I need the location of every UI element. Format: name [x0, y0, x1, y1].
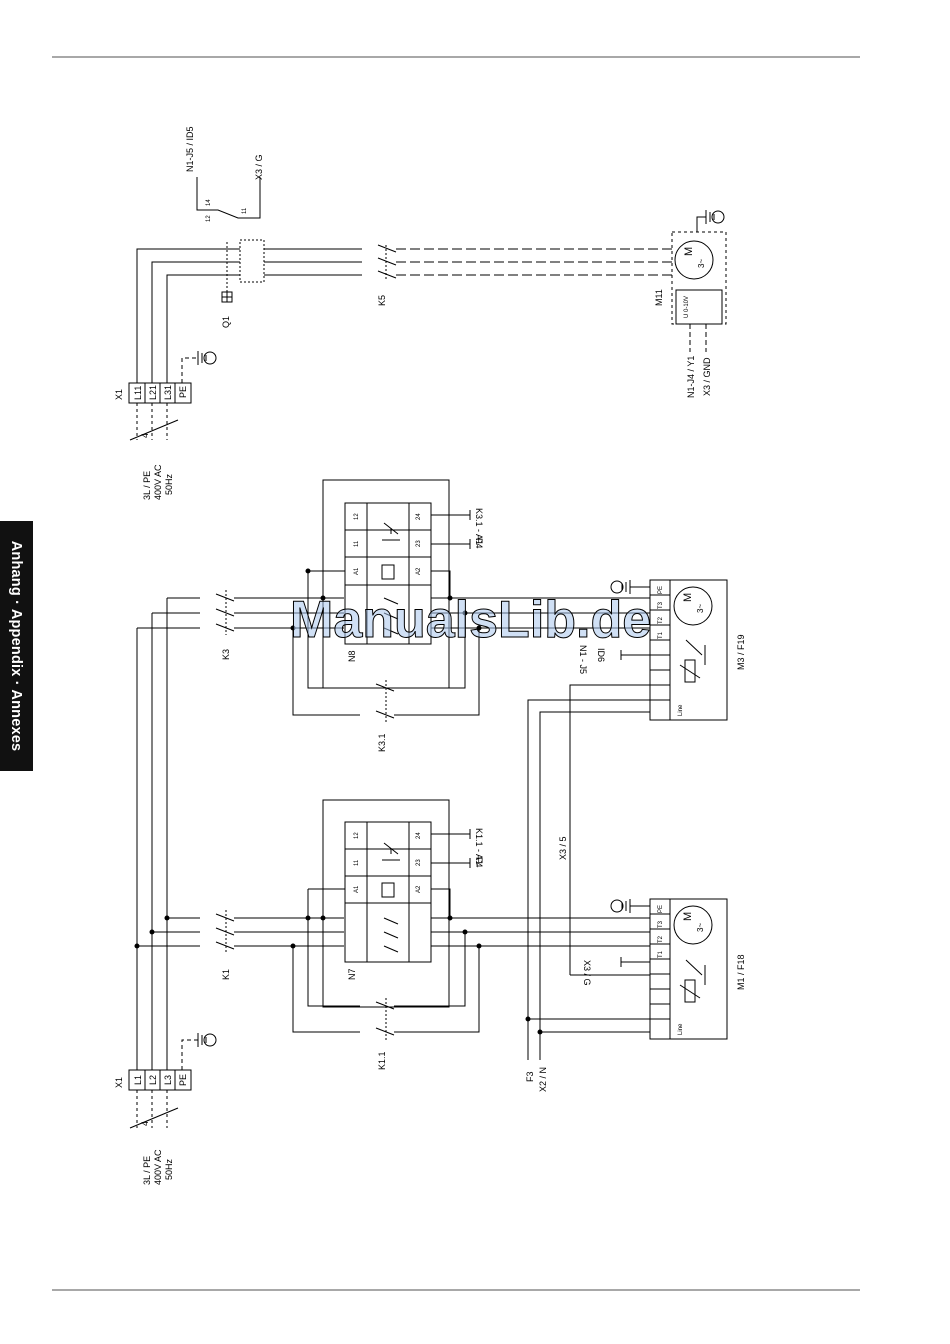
earth-icon	[197, 1033, 217, 1047]
pin-m3-t1: T1	[658, 631, 664, 639]
label-k3: K3	[221, 649, 231, 660]
label-m3-f19: M3 / F19	[736, 634, 746, 670]
label-q1: Q1	[221, 316, 231, 328]
label-top-four: 4	[140, 433, 150, 438]
motor-m1-3: 3~	[696, 923, 705, 932]
label-n7: N7	[347, 968, 357, 980]
pin-n7-24: 24	[416, 832, 422, 839]
label-n1j5-id5: N1-J5 / ID5	[185, 126, 195, 172]
motor-m3-3: 3~	[696, 604, 705, 613]
pin-n8-12: 12	[354, 513, 360, 520]
label-id6: ID6	[596, 648, 606, 662]
label-l2: L2	[148, 1075, 158, 1085]
watermark: ManualsLib.de	[290, 591, 651, 649]
label-n1j5: N1 - J5	[578, 645, 588, 674]
label-bot-supply-1: 3L / PE	[142, 1156, 152, 1185]
label-n1j4-y1: N1-J4 / Y1	[686, 356, 696, 398]
pin-m3-t3: T3	[658, 601, 664, 609]
label-x3-gnd: X3 / GND	[702, 357, 712, 396]
label-top-supply-2: 400V AC	[153, 464, 163, 500]
label-bot-supply-2: 400V AC	[153, 1149, 163, 1185]
pin-m3-line: Line	[678, 704, 684, 716]
label-x3-g-top: X3 / G	[254, 154, 264, 180]
pin-n7-a2: A2	[416, 885, 422, 893]
pin-q1-12: 12	[206, 215, 212, 222]
label-m1-f18: M1 / F18	[736, 954, 746, 990]
label-top-supply-1: 3L / PE	[142, 471, 152, 500]
label-f3: F3	[525, 1071, 535, 1082]
pin-m1-pe: PE	[658, 905, 664, 913]
middle-circuit	[136, 479, 728, 1060]
pin-n8-a2: A2	[416, 567, 422, 575]
pin-m1-t1: T1	[658, 950, 664, 958]
pin-n7-a1: A1	[354, 885, 360, 893]
bottom-rule	[52, 1289, 860, 1291]
label-k31: K3.1	[377, 733, 387, 752]
label-x3-g: X3 / G	[582, 960, 592, 986]
pin-m1-t3: T3	[658, 920, 664, 928]
label-bot-four: 4	[140, 1121, 150, 1126]
pin-n8-a1: A1	[354, 567, 360, 575]
pin-m3-pe: PE	[658, 586, 664, 594]
pin-n7-11: 11	[354, 859, 360, 866]
earth-icon	[705, 210, 725, 224]
earth-icon	[610, 580, 631, 594]
pin-q1-11: 11	[242, 207, 248, 214]
label-l31: L31	[163, 385, 173, 400]
label-k1: K1	[221, 969, 231, 980]
pin-m1-t2: T2	[658, 935, 664, 943]
label-k31-a1: K3.1 - A1	[474, 508, 484, 545]
pin-q1-14: 14	[206, 199, 212, 206]
pin-m1-line: Line	[678, 1023, 684, 1035]
motor-m1-m: M	[682, 912, 694, 921]
label-top-x1: X1	[114, 389, 124, 400]
label-m11: M11	[654, 289, 664, 306]
top-rule	[52, 56, 860, 58]
top-circuit	[128, 177, 727, 441]
label-top-pe: PE	[178, 386, 188, 398]
label-k11: K1.1	[377, 1051, 387, 1070]
label-x3-5: X3 / 5	[558, 836, 568, 860]
pin-n8-23: 23	[416, 540, 422, 547]
motor-m11-3: 3~	[697, 259, 706, 268]
bottom-circuit	[128, 568, 728, 1129]
label-l3: L3	[163, 1075, 173, 1085]
pin-n7-23: 23	[416, 859, 422, 866]
label-l1: L1	[133, 1075, 143, 1085]
label-f4-a: F4	[474, 538, 484, 549]
label-x2-n: X2 / N	[538, 1067, 548, 1092]
earth-icon	[197, 351, 217, 365]
pin-n7-12: 12	[354, 832, 360, 839]
label-n8: N8	[347, 650, 357, 662]
motor-m3-m: M	[682, 593, 694, 602]
label-bot-pe: PE	[178, 1074, 188, 1086]
label-k11-a1: K1.1 - A1	[474, 828, 484, 865]
pin-n8-24: 24	[416, 513, 422, 520]
motor-m11-m: M	[683, 247, 695, 256]
pin-n8-11: 11	[354, 540, 360, 547]
label-f4-b: F4	[474, 857, 484, 868]
earth-icon	[610, 899, 631, 913]
section-tab: Anhang · Appendix · Annexes	[0, 521, 33, 771]
label-bot-x1: X1	[114, 1077, 124, 1088]
pin-m3-t2: T2	[658, 616, 664, 624]
label-m11-u: U 0-10V	[684, 296, 690, 318]
label-top-supply-3: 50Hz	[164, 473, 174, 495]
label-bot-supply-3: 50Hz	[164, 1158, 174, 1180]
label-k5: K5	[377, 295, 387, 306]
label-l21: L21	[148, 385, 158, 400]
label-l11: L11	[133, 386, 143, 400]
